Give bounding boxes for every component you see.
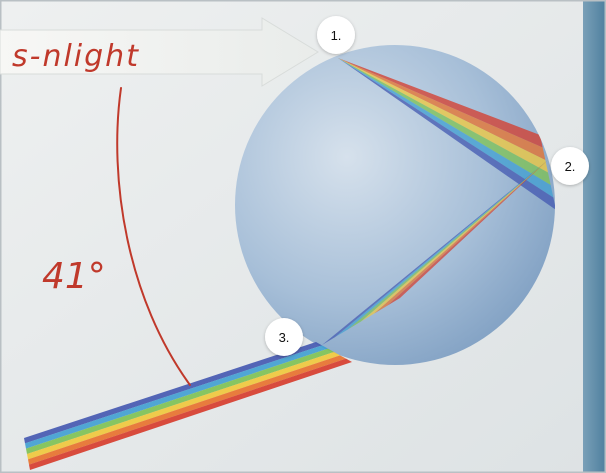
angle-41-label: 41° [42, 256, 106, 297]
reflected-stripe-6 [322, 160, 548, 345]
marker-2-label: 2. [565, 159, 576, 174]
exit-band-stripe-4 [27, 352, 340, 460]
exit-band-stripe-1 [24, 342, 322, 444]
marker-2: 2. [551, 147, 589, 185]
marker-1-label: 1. [331, 28, 342, 43]
exit-band-stripe-5 [28, 355, 346, 465]
photo-backdrop-edge [583, 0, 606, 473]
refracted-stripe-6 [338, 58, 555, 210]
exiting-rainbow-band [24, 342, 352, 470]
sunlight-handwritten-label: s-nlight [12, 39, 140, 74]
sunlight-arrow [0, 17, 319, 87]
marker-2-circle [551, 147, 589, 185]
marker-3-circle [265, 318, 303, 356]
angle-arc [116, 87, 191, 386]
exit-band-stripe-3 [26, 348, 334, 454]
marker-1: 1. [317, 16, 355, 54]
refracted-spectrum-fan [338, 58, 555, 210]
exit-band-stripe-2 [25, 345, 328, 449]
marker-1-circle [317, 16, 355, 54]
exit-band-stripe-6 [29, 358, 352, 470]
reflected-spectrum-fan [322, 160, 548, 345]
marker-3: 3. [265, 318, 303, 356]
marker-3-label: 3. [279, 330, 290, 345]
